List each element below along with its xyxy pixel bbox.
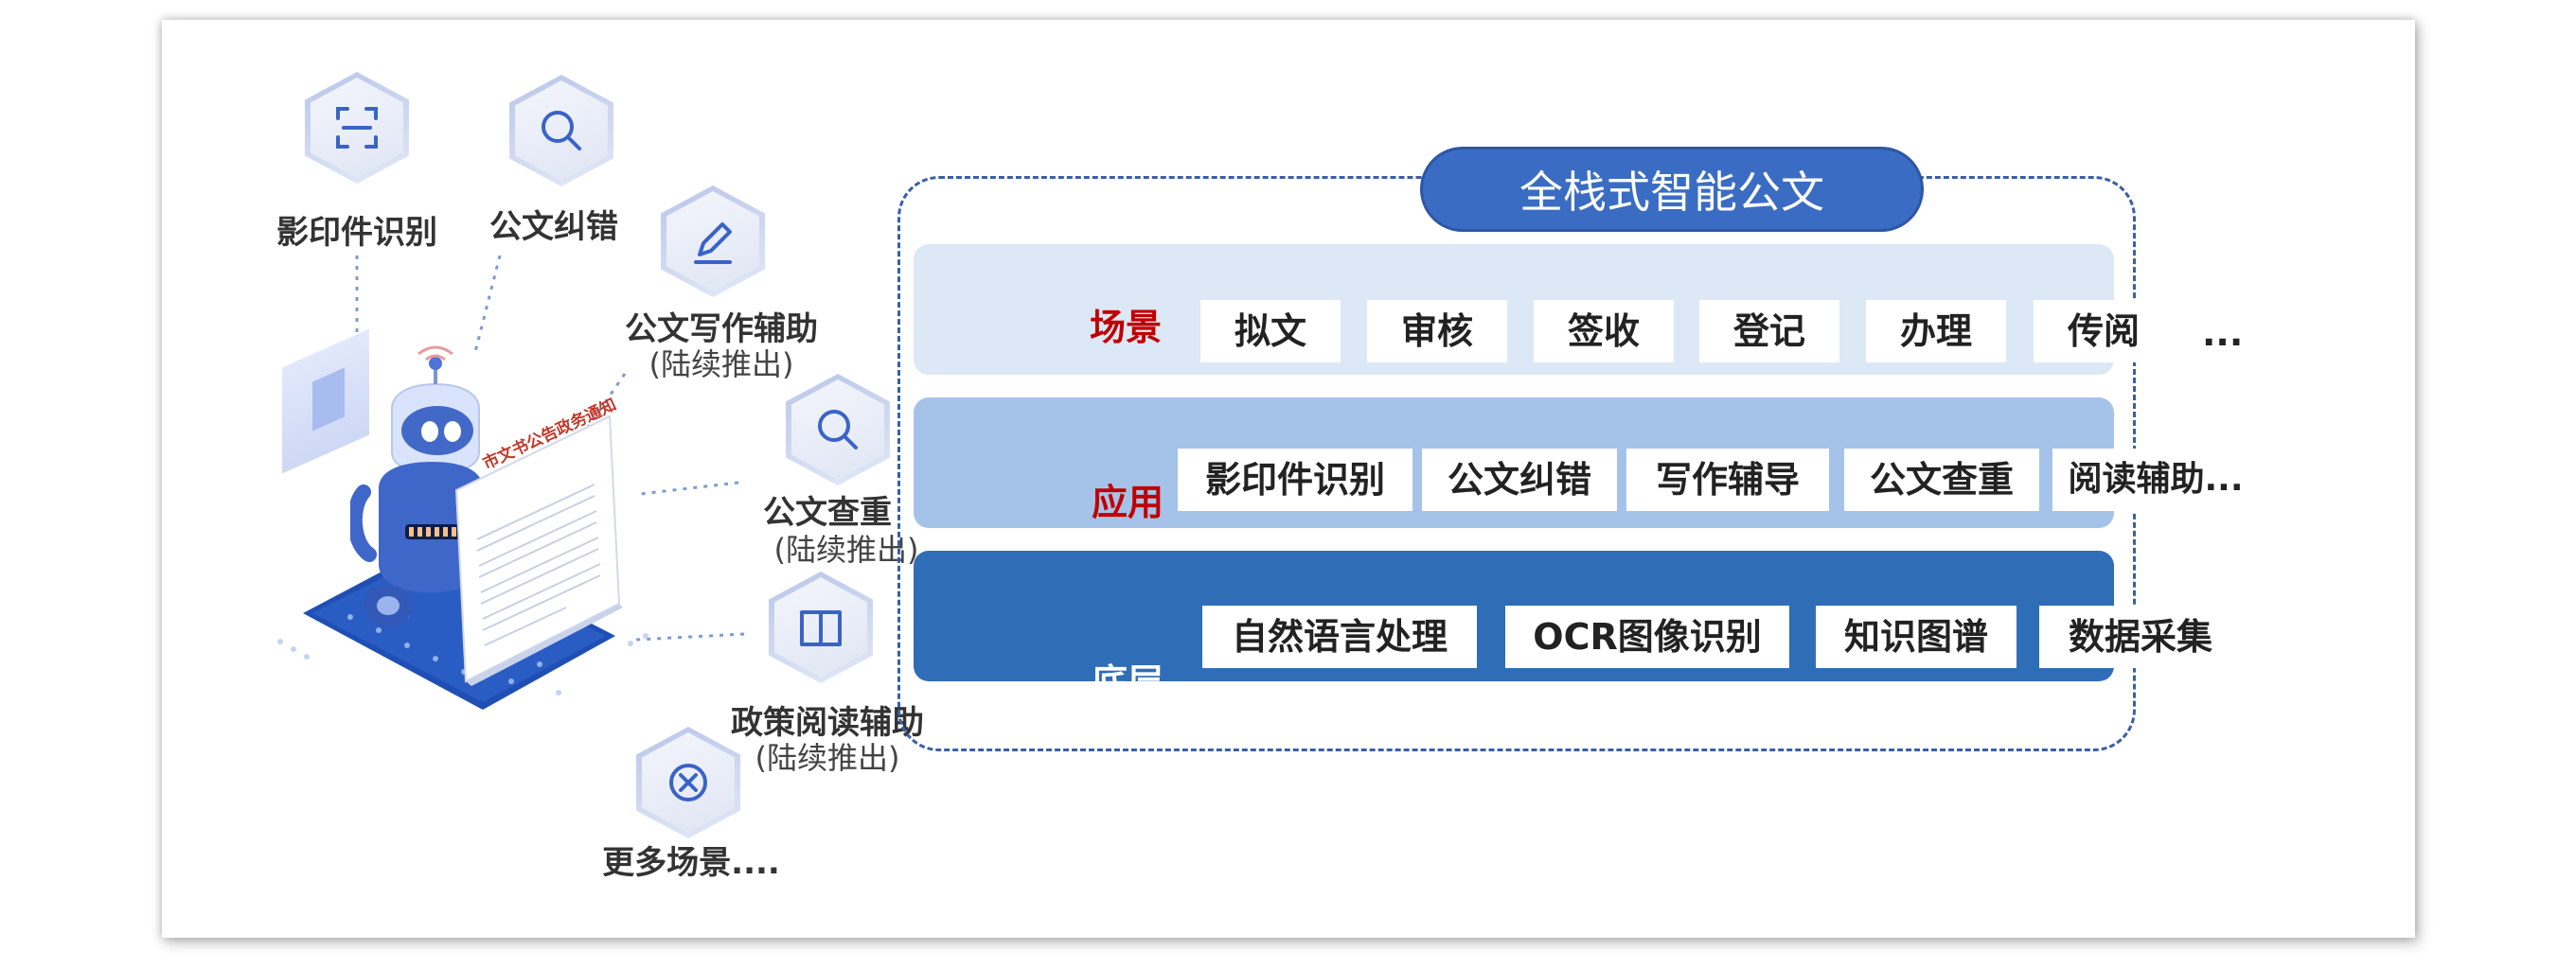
layer-item: 影印件识别 [1178, 449, 1412, 511]
feature-label: 政策阅读辅助 [731, 704, 924, 742]
layer-item: OCR图像识别 [1505, 606, 1789, 668]
feature-label: 影印件识别 [276, 214, 437, 252]
feature-sublabel: (陆续推出) [648, 346, 794, 382]
layer-item: 写作辅导 [1626, 449, 1829, 511]
layer-item: 知识图谱 [1816, 606, 2016, 668]
feature-label: 公文写作辅助 [625, 310, 818, 348]
layer-item: 公文查重 [1844, 449, 2039, 511]
layer-item: 自然语言处理 [1202, 606, 1477, 668]
book-icon [769, 572, 873, 683]
layer-label: 应用 [1092, 482, 1164, 523]
layer-item: 数据采集 [2039, 606, 2242, 668]
diagram-title: 全栈式智能公文 [1420, 147, 1924, 232]
layer-item: 阅读辅助... [2052, 449, 2259, 511]
layer-item: 登记 [1699, 300, 1839, 362]
feature-label: 公文纠错 [489, 208, 618, 246]
layer-item: 公文纠错 [1422, 449, 1617, 511]
feature-sublabel: (陆续推出) [773, 532, 919, 568]
layer-item: 办理 [1866, 300, 2006, 362]
feature-sublabel: (陆续推出) [755, 740, 900, 776]
close-icon [636, 727, 740, 838]
more-indicator: ... [2202, 312, 2244, 354]
layer-item: 拟文 [1200, 300, 1341, 362]
layer-label: 场景 [1090, 307, 1163, 348]
layer-label: 底层 [1092, 661, 1164, 703]
layer-item: 签收 [1534, 300, 1674, 362]
feature-label: 更多场景.... [602, 844, 780, 882]
scan-icon [305, 72, 409, 184]
layer-item: 传阅 [2034, 300, 2174, 362]
document-graphic [454, 414, 623, 686]
layer-item: 审核 [1367, 300, 1507, 362]
feature-label: 公文查重 [763, 494, 892, 532]
